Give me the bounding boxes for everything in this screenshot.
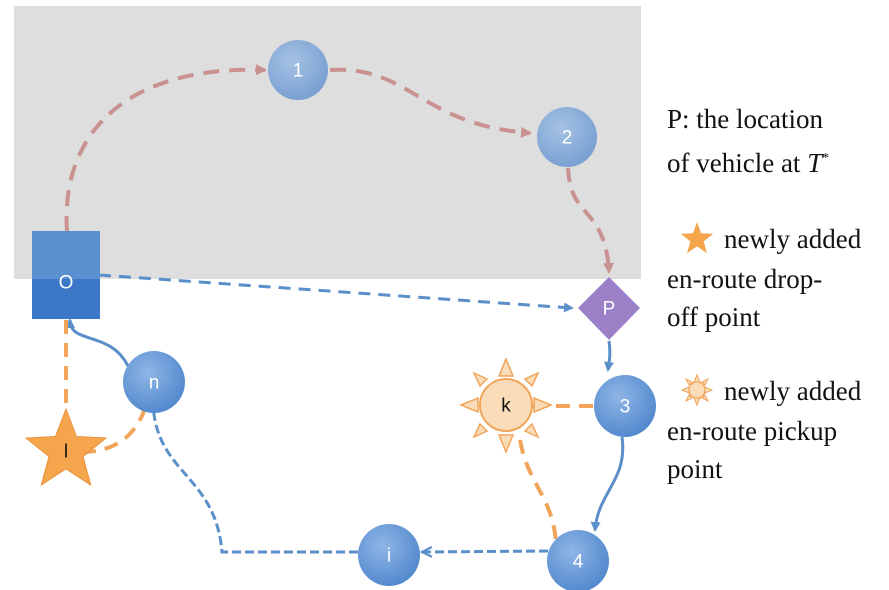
node-n-label: n bbox=[149, 373, 160, 394]
p-label: P bbox=[603, 299, 616, 320]
node-n: n bbox=[123, 351, 185, 413]
legend-p-line-2: of vehicle at T* bbox=[667, 141, 829, 181]
legend-p-line-1: P: the location bbox=[667, 104, 823, 134]
legend-drop-line-1: newly added bbox=[724, 224, 862, 254]
route-2-to-p bbox=[566, 167, 614, 274]
sun-legend-icon bbox=[680, 373, 714, 407]
node-3-label: 3 bbox=[620, 397, 631, 418]
star-legend-icon bbox=[680, 222, 714, 254]
k-label: k bbox=[501, 396, 511, 417]
legend-time-symbol: T bbox=[807, 148, 823, 178]
route-i-to-n bbox=[147, 390, 358, 554]
node-4: 4 bbox=[547, 530, 609, 590]
node-2: 2 bbox=[537, 107, 597, 167]
node-1: 1 bbox=[268, 40, 328, 100]
route-1-to-2 bbox=[329, 67, 532, 138]
route-n-to-o bbox=[65, 318, 130, 367]
origin-node: O bbox=[32, 231, 100, 319]
pickup-point-k: k bbox=[459, 357, 553, 454]
node-2-label: 2 bbox=[562, 128, 573, 149]
route-3-to-4 bbox=[590, 436, 625, 532]
node-3: 3 bbox=[594, 375, 656, 437]
legend-p-prefix: of vehicle at bbox=[667, 148, 808, 178]
legend-pick-line-1: newly added bbox=[724, 376, 862, 406]
node-1-label: 1 bbox=[293, 61, 304, 82]
origin-label: O bbox=[59, 273, 74, 294]
route-o-to-p bbox=[98, 273, 574, 313]
legend-pick-line-2: en-route pickup bbox=[667, 416, 838, 446]
legend-drop-line-3: off point bbox=[667, 302, 761, 332]
dropoff-point-l: l bbox=[24, 407, 108, 487]
legend-time-superscript: * bbox=[822, 151, 830, 166]
node-4-label: 4 bbox=[573, 552, 584, 573]
vehicle-location-p: P bbox=[578, 277, 640, 340]
route-4-to-i bbox=[422, 551, 549, 552]
route-o-to-1 bbox=[64, 64, 267, 233]
detour-k-to-4 bbox=[518, 439, 558, 543]
traversed-region bbox=[14, 6, 641, 279]
node-i: i bbox=[358, 524, 420, 586]
l-label: l bbox=[64, 442, 68, 463]
node-i-label: i bbox=[387, 546, 391, 567]
route-p-to-3 bbox=[604, 340, 614, 372]
legend-drop-line-2: en-route drop- bbox=[667, 264, 823, 294]
legend-pick-line-3: point bbox=[667, 454, 723, 484]
